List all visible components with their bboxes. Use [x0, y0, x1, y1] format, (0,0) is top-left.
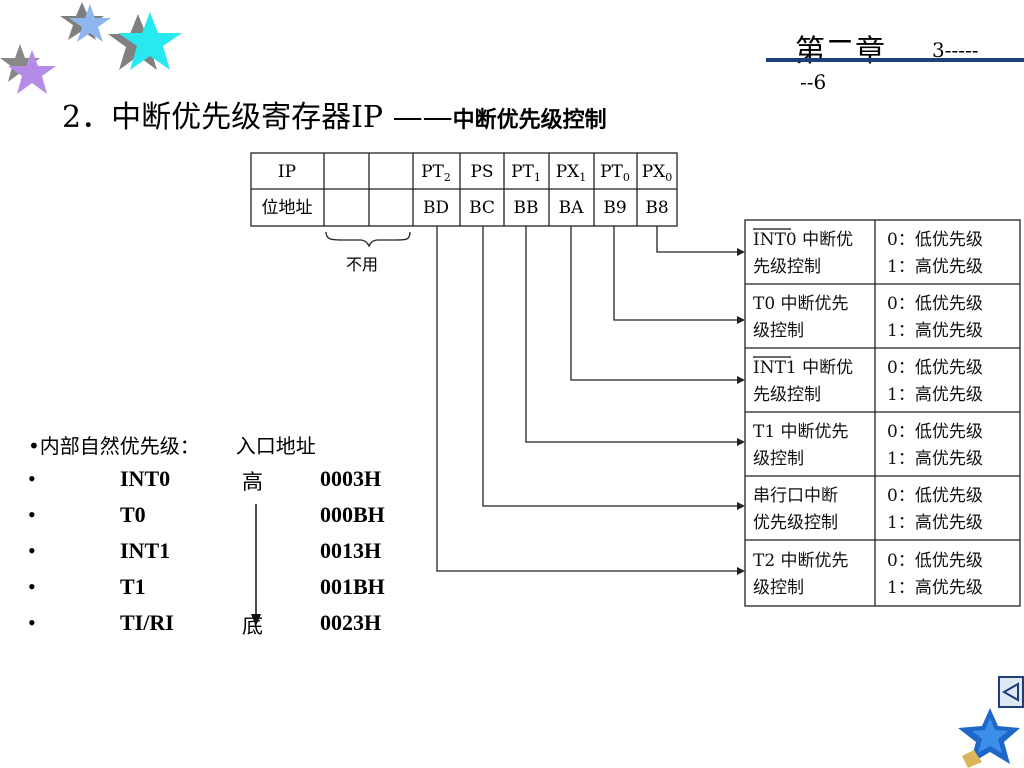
desc-pt0-name-line1: T0 中断优先: [753, 294, 849, 314]
entry-address: 0023H: [320, 610, 382, 635]
star-logo-icon: [958, 708, 1020, 768]
rank-high-label: 高: [242, 470, 263, 494]
list-item: • T1 001BH: [28, 574, 385, 610]
interrupt-name: INT1: [120, 538, 171, 563]
desc-ps-opt0: 0：低优先级: [887, 486, 983, 506]
connector-ps: [482, 226, 739, 507]
desc-px0-name-line1: INT0 中断优: [753, 230, 853, 250]
list-item: • T0 000BH: [28, 502, 385, 538]
star-blue-icon: [60, 2, 111, 42]
bit-pt0-cell: PT0: [600, 162, 630, 184]
desc-pt2-name-line1: T2 中断优先: [753, 551, 849, 571]
register-name-cell: IP: [278, 162, 296, 182]
connector-px1: [570, 226, 739, 381]
desc-pt1-opt1: 1：高优先级: [887, 449, 983, 469]
desc-px0-opt1: 1：高优先级: [887, 257, 983, 277]
chapter-label: 第二章: [795, 34, 885, 69]
description-table-border: [744, 219, 1021, 607]
bullet: •: [28, 610, 36, 635]
desc-ps-name-line1: 串行口中断: [753, 486, 838, 506]
interrupt-name: INT0: [120, 466, 171, 491]
desc-pt1-opt0: 0：低优先级: [887, 422, 983, 442]
bit-address-label: 位地址: [262, 198, 313, 218]
entry-address: 0013H: [320, 538, 382, 563]
addr-ba-cell: BA: [559, 198, 584, 218]
entry-address: 0003H: [320, 466, 382, 491]
addr-bb-cell: BB: [514, 198, 539, 218]
bit-pt2-cell: PT2: [421, 162, 451, 184]
header-rule: [766, 58, 1024, 62]
desc-pt1-name-line1: T1 中断优先: [753, 422, 849, 442]
connector-pt2: [436, 226, 739, 572]
connector-px0: [656, 226, 739, 253]
decorative-stars-icon: [0, 2, 182, 94]
desc-ps-opt1: 1：高优先级: [887, 513, 983, 533]
desc-pt0-opt0: 0：低优先级: [887, 294, 983, 314]
bullet: •: [28, 502, 36, 527]
list-item: • TI/RI 底 0023H: [28, 610, 381, 646]
connector-pt1: [525, 226, 739, 443]
bit-ps-cell: PS: [470, 162, 493, 182]
desc-pt2-opt0: 0：低优先级: [887, 551, 983, 571]
desc-pt0-name-line2: 级控制: [753, 321, 804, 341]
entry-address: 001BH: [320, 574, 385, 599]
bullet: •: [28, 538, 36, 563]
addr-b8-cell: B8: [645, 198, 668, 218]
bit-pt1-cell: PT1: [511, 162, 541, 184]
title-main: 2．中断优先级寄存器IP ——: [62, 100, 453, 135]
interrupt-name: T0: [120, 502, 146, 527]
unused-label: 不用: [346, 255, 378, 274]
desc-ps-name-line2: 优先级控制: [753, 513, 838, 533]
addr-bc-cell: BC: [469, 198, 495, 218]
list-item: • INT1 0013H: [28, 538, 381, 574]
priority-heading: •内部自然优先级：: [28, 434, 200, 458]
addr-b9-cell: B9: [603, 198, 626, 218]
desc-px0-opt0: 0：低优先级: [887, 230, 983, 250]
rank-low-label: 底: [242, 614, 263, 638]
address-heading: 入口地址: [235, 434, 316, 458]
star-purple-icon: [8, 50, 56, 94]
interrupt-name: TI/RI: [120, 610, 174, 635]
desc-px1-opt1: 1：高优先级: [887, 385, 983, 405]
back-triangle-icon: [1001, 682, 1019, 702]
unused-brace: [325, 231, 411, 248]
desc-px1-opt0: 0：低优先级: [887, 358, 983, 378]
page-number-continued: --6: [800, 70, 827, 94]
desc-pt1-name-line2: 级控制: [753, 449, 804, 469]
priority-list: •内部自然优先级：入口地址 • INT0 高 0003H • T0 000BH …: [28, 430, 385, 646]
bit-px0-cell: PX0: [642, 162, 673, 184]
bullet: •: [28, 574, 36, 599]
bit-px1-cell: PX1: [556, 162, 587, 184]
entry-address: 000BH: [320, 502, 385, 527]
bullet: •: [28, 466, 36, 491]
back-button[interactable]: [998, 676, 1024, 708]
desc-pt0-opt1: 1：高优先级: [887, 321, 983, 341]
list-item: • INT0 高 0003H: [28, 466, 381, 502]
star-cyan-icon: [108, 12, 182, 70]
desc-px1-name-line2: 先级控制: [753, 385, 821, 405]
desc-px0-name-line2: 先级控制: [753, 257, 821, 277]
desc-pt2-opt1: 1：高优先级: [887, 578, 983, 598]
priority-heading-row: •内部自然优先级： 入口地址: [28, 430, 316, 466]
addr-bd-cell: BD: [423, 198, 449, 218]
interrupt-name: T1: [120, 574, 146, 599]
star-gray-icon: [0, 44, 40, 82]
connector-pt0: [613, 226, 739, 321]
desc-pt2-name-line2: 级控制: [753, 578, 804, 598]
desc-px1-name-line1: INT1 中断优: [753, 358, 853, 378]
slide-title: 2．中断优先级寄存器IP ——中断优先级控制: [62, 92, 607, 136]
title-suffix: 中断优先级控制: [452, 108, 607, 133]
